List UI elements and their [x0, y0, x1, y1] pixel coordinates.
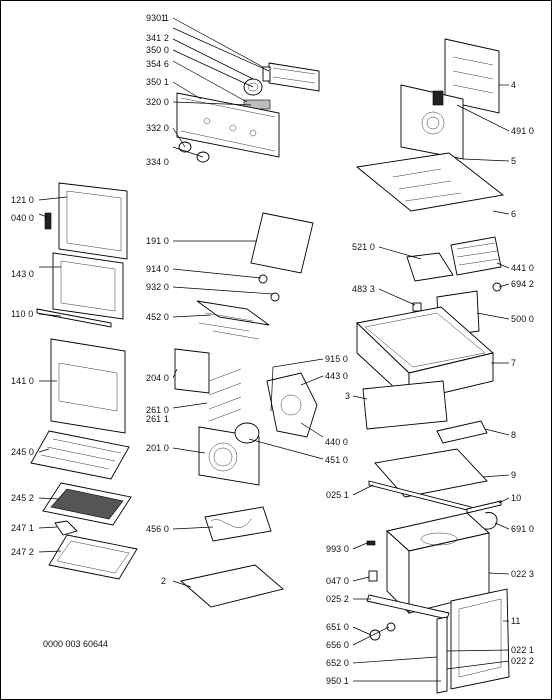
callout-label: 047 0: [325, 576, 349, 586]
callout-label: 930 1: [145, 13, 169, 23]
door-group: [36, 182, 128, 434]
callout-label: 915 0: [325, 354, 349, 364]
callout-label: 261 1: [145, 414, 169, 424]
callout-label: 652 0: [325, 658, 349, 668]
callout-label: 1: [161, 13, 167, 23]
callout-label: 651 0: [325, 622, 349, 632]
callout-label: 022 3: [511, 569, 535, 579]
callout-label: 247 1: [11, 523, 35, 533]
callout-label: 11: [511, 616, 521, 626]
callout-label: 245 2: [11, 493, 35, 503]
callout-label: 6: [511, 209, 517, 219]
callout-label: 452 0: [145, 312, 169, 322]
callout-label: 483 3: [351, 284, 375, 294]
callout-label: 245 0: [11, 447, 35, 457]
callout-label: 451 0: [325, 455, 349, 465]
callout-label: 500 0: [511, 314, 535, 324]
callout-label: 334 0: [145, 157, 169, 167]
callout-label: 201 0: [145, 443, 169, 453]
callout-label: 022 2: [511, 656, 535, 666]
callout-label: 204 0: [145, 373, 169, 383]
callout-label: 022 1: [511, 645, 535, 655]
callout-label: 261 0: [145, 405, 169, 415]
callout-label: 040 0: [11, 213, 35, 223]
callout-label: 9: [511, 470, 517, 480]
callout-label: 5: [511, 156, 517, 166]
center-group: [174, 212, 318, 608]
callout-label: 656 0: [325, 640, 349, 650]
callout-label: 441 0: [511, 263, 535, 273]
callout-label: 247 2: [11, 547, 35, 557]
callout-label: 932 0: [145, 282, 169, 292]
callout-label: 341 2: [145, 33, 169, 43]
callout-label: 993 0: [325, 544, 349, 554]
racks-group: [30, 430, 138, 580]
callout-label: 191 0: [145, 236, 169, 246]
callout-label: 121 0: [11, 195, 35, 205]
callout-label: 694 2: [511, 279, 535, 289]
callout-label: 491 0: [511, 126, 535, 136]
leader-lines: [38, 17, 510, 682]
document-number: 0000 003 60644: [43, 639, 109, 649]
callout-label: 456 0: [145, 524, 169, 534]
callout-label: 025 2: [325, 594, 349, 604]
callout-label: 914 0: [145, 264, 169, 274]
callout-label: 950 1: [325, 676, 349, 686]
callout-label: 350 0: [145, 45, 169, 55]
callout-label: 143 0: [11, 269, 35, 279]
callout-label: 443 0: [325, 371, 349, 381]
callout-label: 7: [511, 358, 517, 368]
callout-label: 025 1: [325, 490, 349, 500]
callout-label: 354 6: [145, 59, 169, 69]
callout-label: 10: [511, 493, 522, 503]
callout-label: 141 0: [11, 376, 35, 386]
callout-label: 332 0: [145, 123, 169, 133]
callout-label: 4: [511, 80, 517, 90]
callout-label: 691 0: [511, 524, 535, 534]
callout-label: 2: [161, 576, 167, 586]
callout-label: 8: [511, 430, 517, 440]
callout-label: 320 0: [145, 97, 169, 107]
callout-label: 521 0: [351, 242, 375, 252]
control-panel-group: [176, 62, 320, 163]
callout-label: 440 0: [325, 437, 349, 447]
callout-label: 110 0: [11, 309, 34, 319]
rear-assembly-group: [355, 38, 505, 338]
cavity-group: [356, 306, 510, 694]
callout-label: 3: [345, 391, 351, 401]
callout-label: 350 1: [145, 77, 169, 87]
